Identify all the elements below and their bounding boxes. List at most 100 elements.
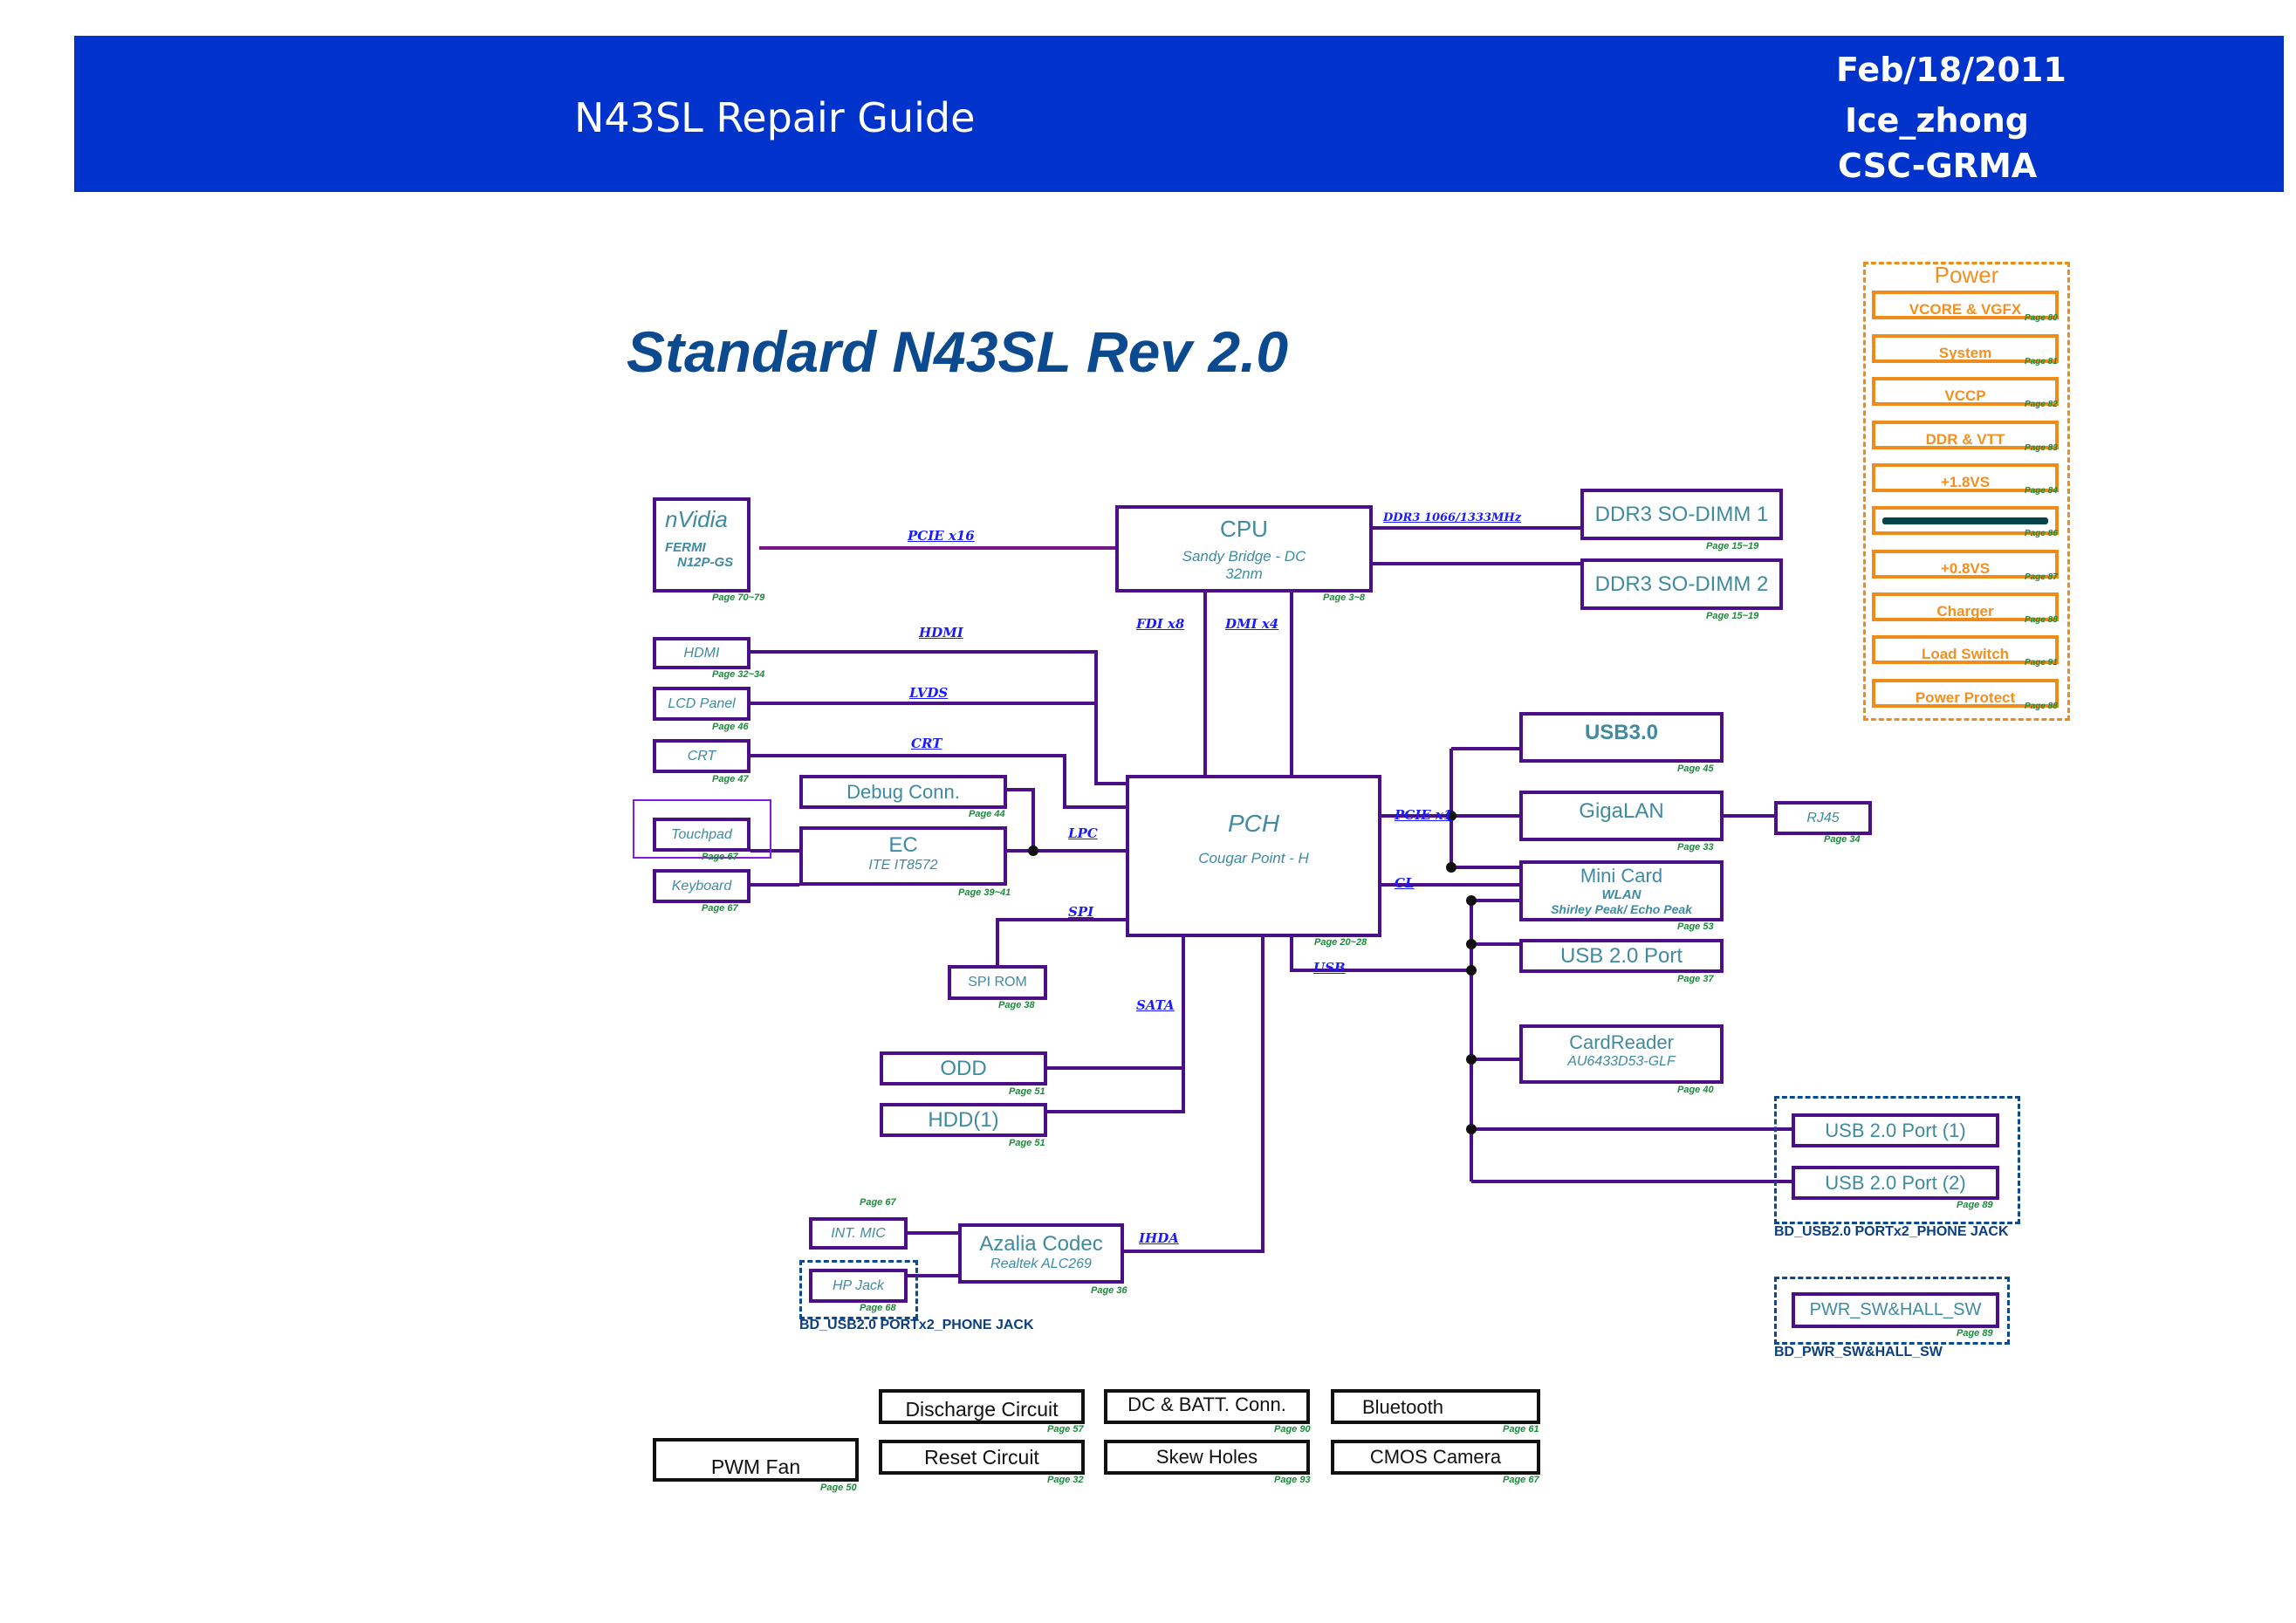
wire-spi <box>996 918 1126 965</box>
power-item-charger[interactable]: Charger <box>1872 592 2059 621</box>
bus-label-cl: CL <box>1395 875 1415 891</box>
power-item-redacted[interactable] <box>1872 506 2059 535</box>
page-label: Page 67 <box>1503 1475 1539 1485</box>
cmos-title: CMOS Camera <box>1369 1446 1502 1468</box>
wire-hdmi <box>750 650 1126 785</box>
power-item-1-8vs[interactable]: +1.8VS <box>1872 463 2059 492</box>
bus-label-lpc: LPC <box>1068 825 1098 841</box>
header-dept: CSC-GRMA <box>1838 147 2038 185</box>
block-reset-circuit[interactable]: Reset Circuit <box>879 1440 1085 1475</box>
block-touchpad[interactable]: Touchpad <box>653 818 750 852</box>
page-label: Page 34 <box>1824 834 1861 845</box>
block-int-mic[interactable]: INT. MIC <box>809 1217 908 1250</box>
cardreader-line1: AU6433D53-GLF <box>1567 1054 1676 1069</box>
block-pwr-sw-hall-sw[interactable]: PWR_SW&HALL_SW <box>1792 1292 1999 1328</box>
page-label: Page 67 <box>702 903 738 914</box>
page-label: Page 81 <box>2025 357 2058 366</box>
block-usb3[interactable]: USB3.0 <box>1519 712 1724 763</box>
page-label: Page 87 <box>2025 572 2058 582</box>
intmic-title: INT. MIC <box>831 1226 886 1241</box>
page-label: Page 89 <box>1957 1200 1993 1210</box>
nvidia-line1: FERMI <box>665 540 706 555</box>
ec-line1: ITE IT8572 <box>868 858 938 873</box>
wire-usb <box>1290 937 1471 972</box>
block-spi-rom[interactable]: SPI ROM <box>948 965 1047 1000</box>
bus-label-pcie1: PCIE x1 <box>1395 807 1453 823</box>
block-nvidia[interactable]: nVidia FERMI N12P-GS <box>653 497 750 592</box>
page-label: Page 15~19 <box>1706 541 1759 551</box>
keyboard-title: Keyboard <box>671 879 732 894</box>
block-ddr3-sodimm-2[interactable]: DDR3 SO-DIMM 2 <box>1580 558 1783 610</box>
block-dc-batt-conn[interactable]: DC & BATT. Conn. <box>1104 1389 1310 1424</box>
debug-title: Debug Conn. <box>846 781 960 803</box>
block-hdd[interactable]: HDD(1) <box>880 1103 1047 1137</box>
block-usb2-port-2[interactable]: USB 2.0 Port (2) <box>1792 1166 1999 1200</box>
wire-debug <box>1007 788 1035 851</box>
page-label: Page 47 <box>712 774 749 784</box>
power-item-0-8vs[interactable]: +0.8VS <box>1872 550 2059 579</box>
block-ddr3-sodimm-1[interactable]: DDR3 SO-DIMM 1 <box>1580 489 1783 540</box>
page-label: Page 67 <box>860 1197 896 1208</box>
page-label: Page 45 <box>1677 764 1714 774</box>
block-usb2-port-1[interactable]: USB 2.0 Port (1) <box>1792 1113 1999 1147</box>
bd-pwr-sw-group <box>1774 1277 2010 1345</box>
bus-label-spi: SPI <box>1068 904 1094 920</box>
wire-sata-hdd <box>1047 937 1185 1113</box>
crt-title: CRT <box>687 749 716 764</box>
minicard-title: Mini Card <box>1580 865 1663 887</box>
block-pch[interactable]: PCH Cougar Point - H <box>1126 775 1381 937</box>
power-item-power-protect[interactable]: Power Protect <box>1872 679 2059 708</box>
power-item-load-switch[interactable]: Load Switch <box>1872 635 2059 664</box>
skew-title: Skew Holes <box>1155 1446 1258 1468</box>
block-pwm-fan[interactable]: PWM Fan <box>653 1438 859 1482</box>
ddr1-title: DDR3 SO-DIMM 1 <box>1594 503 1769 526</box>
power-item-vccp[interactable]: VCCP <box>1872 377 2059 406</box>
block-bluetooth[interactable]: Bluetooth <box>1331 1389 1540 1424</box>
page-label: Page 44 <box>969 809 1005 819</box>
block-lcd-panel[interactable]: LCD Panel <box>653 687 750 721</box>
block-skew-holes[interactable]: Skew Holes <box>1104 1440 1310 1475</box>
discharge-title: Discharge Circuit <box>905 1398 1059 1421</box>
page-label: Page 37 <box>1677 974 1714 984</box>
pwrsw-title: PWR_SW&HALL_SW <box>1809 1300 1982 1319</box>
bus-label-dmi: DMI x4 <box>1225 616 1279 632</box>
power-item-ddr-vtt[interactable]: DDR & VTT <box>1872 421 2059 449</box>
header-title: N43SL Repair Guide <box>574 94 976 141</box>
odd-title: ODD <box>940 1057 987 1080</box>
reset-title: Reset Circuit <box>924 1446 1039 1469</box>
block-azalia-codec[interactable]: Azalia Codec Realtek ALC269 <box>958 1223 1124 1284</box>
power-item-vcore-vgfx[interactable]: VCORE & VGFX <box>1872 291 2059 319</box>
page-label: Page 38 <box>998 1000 1035 1010</box>
bd-usb-phonejack-group-left <box>799 1260 918 1319</box>
block-usb2-port[interactable]: USB 2.0 Port <box>1519 939 1724 973</box>
hpjack-title: HP Jack <box>833 1278 884 1293</box>
bd-usb-phonejack-label-left: BD_USB2.0 PORTx2_PHONE JACK <box>799 1318 1034 1332</box>
power-title: Power <box>1934 262 1999 288</box>
block-ec[interactable]: EC ITE IT8572 <box>799 826 1007 886</box>
power-item-system[interactable]: System <box>1872 334 2059 363</box>
block-odd[interactable]: ODD <box>880 1051 1047 1085</box>
block-debug-conn[interactable]: Debug Conn. <box>799 775 1007 809</box>
bus-label-lvds: LVDS <box>909 685 949 701</box>
header-bar <box>74 36 2284 192</box>
bus-label-ddr3: DDR3 1066/1333MHz <box>1383 511 1522 524</box>
bus-label-hdmi: HDMI <box>919 625 963 640</box>
minicard-line1: WLAN <box>1601 887 1641 902</box>
block-cmos-camera[interactable]: CMOS Camera <box>1331 1440 1540 1475</box>
block-gigalan[interactable]: GigaLAN <box>1519 791 1724 841</box>
dcbatt-title: DC & BATT. Conn. <box>1127 1394 1286 1415</box>
ec-title: EC <box>888 833 918 857</box>
block-cardreader[interactable]: CardReader AU6433D53-GLF <box>1519 1024 1724 1084</box>
block-crt[interactable]: CRT <box>653 739 750 773</box>
block-hp-jack[interactable]: HP Jack <box>809 1269 908 1303</box>
block-mini-card[interactable]: Mini Card WLAN Shirley Peak/ Echo Peak <box>1519 860 1724 921</box>
cpu-line1: Sandy Bridge - DC <box>1182 548 1306 565</box>
block-keyboard[interactable]: Keyboard <box>653 869 750 903</box>
block-discharge-circuit[interactable]: Discharge Circuit <box>879 1389 1085 1424</box>
pch-title: PCH <box>1227 810 1280 837</box>
block-rj45[interactable]: RJ45 <box>1774 801 1872 835</box>
page-label: Page 68 <box>860 1303 896 1313</box>
block-cpu[interactable]: CPU Sandy Bridge - DC 32nm <box>1115 505 1373 592</box>
block-hdmi[interactable]: HDMI <box>653 637 750 669</box>
page-label: Page 84 <box>2025 486 2058 496</box>
